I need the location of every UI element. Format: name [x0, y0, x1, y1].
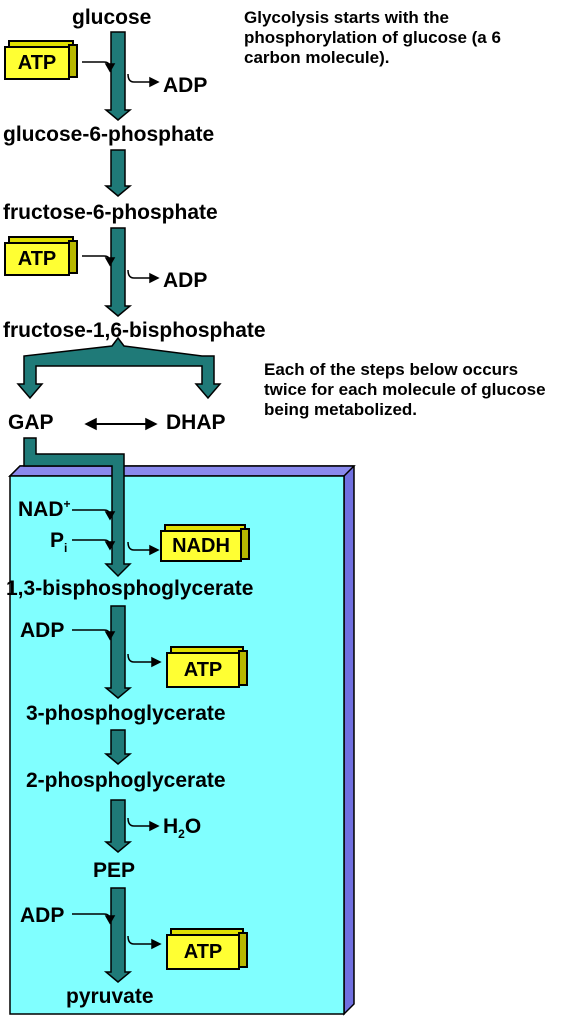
bent-down-arrow-icon: [23, 437, 132, 578]
adp-label: ADP: [163, 269, 208, 292]
1,3-bisphosphoglycerate-label: 1,3-bisphosphoglycerate: [6, 577, 254, 600]
glucose-6-phosphate-label: glucose-6-phosphate: [3, 123, 215, 146]
curved-side-arrow-icon: [104, 915, 116, 925]
panel-top-edge: [8, 465, 356, 477]
atp-box: ATP: [4, 236, 78, 278]
panel-back: [9, 475, 345, 1015]
atp-box-label: ATP: [166, 652, 240, 688]
atp-box: ATP: [4, 40, 78, 82]
curved-side-arrow-icon: [127, 73, 152, 83]
double-headed-arrow-icon: [84, 417, 97, 431]
curved-side-arrow-icon: [151, 656, 162, 668]
twice-note: Each of the steps below occurs twice for…: [264, 360, 546, 419]
curved-side-arrow-icon: [149, 272, 160, 284]
3-phosphoglycerate-label: 3-phosphoglycerate: [26, 702, 226, 725]
curved-side-arrow-icon: [149, 76, 160, 88]
down-arrow-icon: [103, 729, 133, 765]
curved-side-arrow-icon: [104, 257, 116, 267]
curved-side-arrow-icon: [104, 511, 116, 521]
curved-side-arrow-icon: [104, 541, 116, 551]
curved-side-arrow-icon: [149, 544, 160, 556]
nadh-box-label: NADH: [160, 530, 242, 562]
curved-side-arrow-icon: [127, 653, 154, 663]
curved-side-arrow-icon: [127, 817, 152, 827]
nad-plus-label: NAD+: [18, 497, 71, 521]
glucose-label: glucose: [72, 6, 152, 29]
curved-side-arrow-icon: [127, 269, 152, 279]
adp-label: ADP: [20, 619, 65, 642]
down-arrow-icon: [103, 227, 133, 317]
curved-side-arrow-icon: [104, 63, 116, 73]
fructose-6-phosphate-label: fructose-6-phosphate: [3, 201, 218, 224]
down-arrow-icon: [103, 31, 133, 121]
curved-side-arrow-icon: [127, 541, 152, 551]
atp-box-label: ATP: [4, 46, 70, 80]
2-phosphoglycerate-label: 2-phosphoglycerate: [26, 769, 226, 792]
atp-box: ATP: [166, 928, 248, 972]
dhap-label: DHAP: [166, 411, 226, 434]
split-arrow-icon: [16, 336, 222, 400]
atp-box: ATP: [166, 646, 248, 690]
down-arrow-icon: [103, 799, 133, 853]
gap-label: GAP: [8, 411, 54, 434]
phosphorylation-note: Glycolysis starts with the phosphorylati…: [244, 8, 501, 67]
pyruvate-label: pyruvate: [66, 985, 154, 1008]
down-arrow-icon: [103, 149, 133, 197]
down-arrow-icon: [103, 605, 133, 699]
adp-label: ADP: [20, 904, 65, 927]
adp-label: ADP: [163, 74, 208, 97]
atp-box-label: ATP: [166, 934, 240, 970]
down-arrow-icon: [103, 887, 133, 983]
fructose-1,6-bisphosphate-label: fructose-1,6-bisphosphate: [3, 319, 266, 342]
double-headed-arrow-icon: [145, 417, 158, 431]
nadh-box: NADH: [160, 524, 250, 564]
water-label: H2O: [163, 815, 202, 842]
inorganic-phosphate-label: Pi: [50, 529, 68, 556]
pep-label: PEP: [93, 859, 136, 882]
curved-side-arrow-icon: [151, 938, 162, 950]
curved-side-arrow-icon: [149, 820, 160, 832]
curved-side-arrow-icon: [104, 631, 116, 641]
curved-side-arrow-icon: [127, 935, 154, 945]
atp-box-label: ATP: [4, 242, 70, 276]
